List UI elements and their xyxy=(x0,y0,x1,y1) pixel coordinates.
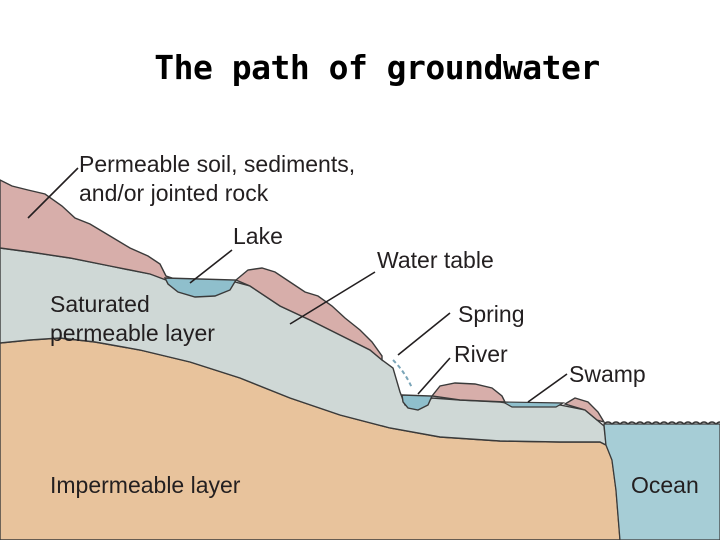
lake-water xyxy=(163,277,238,298)
leader-lake xyxy=(189,249,233,284)
label-lake: Lake xyxy=(233,223,283,249)
leader-water-table xyxy=(289,271,376,325)
swamp-water xyxy=(502,401,566,408)
leader-swamp xyxy=(527,373,568,403)
leader-spring xyxy=(397,312,451,356)
label-soil-line1: Permeable soil, sediments, xyxy=(79,151,355,177)
ocean-water xyxy=(603,423,720,540)
label-saturated-line2: permeable layer xyxy=(50,320,215,346)
soil-middle xyxy=(234,267,383,362)
river-water xyxy=(401,394,434,411)
label-soil-line2: and/or jointed rock xyxy=(79,180,269,206)
soil-left xyxy=(0,179,175,281)
label-spring: Spring xyxy=(458,301,524,327)
label-swamp: Swamp xyxy=(569,361,646,387)
label-river: River xyxy=(454,341,508,367)
label-ocean: Ocean xyxy=(631,472,699,498)
soil-right xyxy=(430,382,507,403)
label-saturated-line1: Saturated xyxy=(50,291,150,317)
soil-shore xyxy=(563,397,606,424)
spring-flow xyxy=(392,359,413,389)
label-impermeable: Impermeable layer xyxy=(50,472,241,498)
ocean-waves xyxy=(603,421,720,425)
leader-river xyxy=(417,357,451,395)
diagram-title: The path of groundwater xyxy=(154,48,600,87)
leader-soil xyxy=(27,167,79,219)
label-water-table: Water table xyxy=(377,247,494,273)
